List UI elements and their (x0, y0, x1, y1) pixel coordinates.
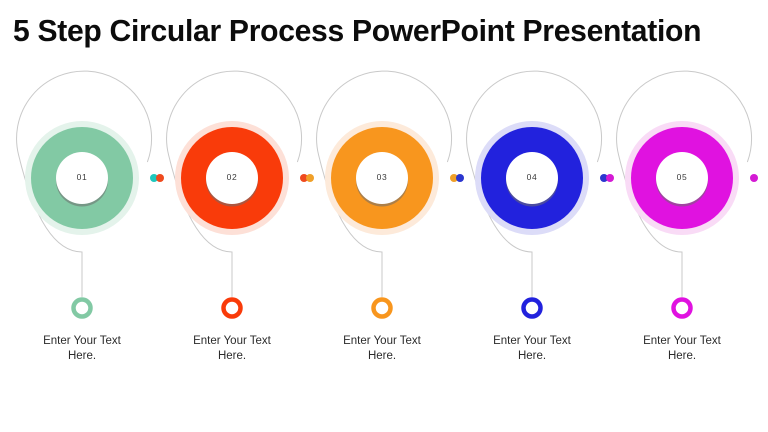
caption-line-1: Enter Your Text (43, 335, 121, 347)
connector-3-to-4 (450, 174, 464, 182)
step-donut[interactable] (631, 127, 733, 229)
connector-dot-right[interactable] (156, 174, 164, 182)
trailing-dot[interactable] (750, 174, 758, 182)
step-ring-icon[interactable] (221, 297, 243, 319)
caption-line-2: Here. (217, 350, 247, 362)
caption-line-2: Here. (367, 350, 397, 362)
connector-dot-right[interactable] (306, 174, 314, 182)
step-outer-arc (316, 70, 452, 297)
step-group-05 (616, 70, 752, 319)
step-ring-icon[interactable] (371, 297, 393, 319)
caption-line-1: Enter Your Text (493, 335, 571, 347)
connector-dot-left[interactable] (150, 174, 158, 182)
caption-line-1: Enter Your Text (193, 335, 271, 347)
caption-line-1: Enter Your Text (343, 335, 421, 347)
step-donut[interactable] (31, 127, 133, 229)
step-outer-arc (166, 70, 302, 297)
step-donut[interactable] (331, 127, 433, 229)
caption-line-1: Enter Your Text (643, 335, 721, 347)
step-outer-arc (466, 70, 602, 297)
step-ring-icon[interactable] (521, 297, 543, 319)
connector-dot-left[interactable] (300, 174, 308, 182)
connector-2-to-3 (300, 174, 314, 182)
step-outer-arc (616, 70, 752, 297)
step-group-01 (16, 70, 152, 319)
connector-1-to-2 (150, 174, 164, 182)
step-inner-circle[interactable] (506, 152, 558, 204)
step-group-02 (166, 70, 302, 319)
step-donut[interactable] (181, 127, 283, 229)
step-inner-circle[interactable] (356, 152, 408, 204)
caption-line-2: Here. (667, 350, 697, 362)
connector-dot-left[interactable] (600, 174, 608, 182)
step-outer-arc (16, 70, 152, 297)
step-ring-icon[interactable] (71, 297, 93, 319)
connector-dot-right[interactable] (456, 174, 464, 182)
step-inner-circle[interactable] (656, 152, 708, 204)
caption-line-2: Here. (517, 350, 547, 362)
step-donut[interactable] (481, 127, 583, 229)
connector-dot-left[interactable] (450, 174, 458, 182)
step-ring-icon[interactable] (671, 297, 693, 319)
step-inner-circle[interactable] (56, 152, 108, 204)
connector-dot-right[interactable] (606, 174, 614, 182)
connector-4-to-5 (600, 174, 614, 182)
step-inner-circle[interactable] (206, 152, 258, 204)
page-title: 5 Step Circular Process PowerPoint Prese… (13, 13, 702, 48)
caption-line-2: Here. (67, 350, 97, 362)
step-group-04 (466, 70, 602, 319)
step-group-03 (316, 70, 452, 319)
